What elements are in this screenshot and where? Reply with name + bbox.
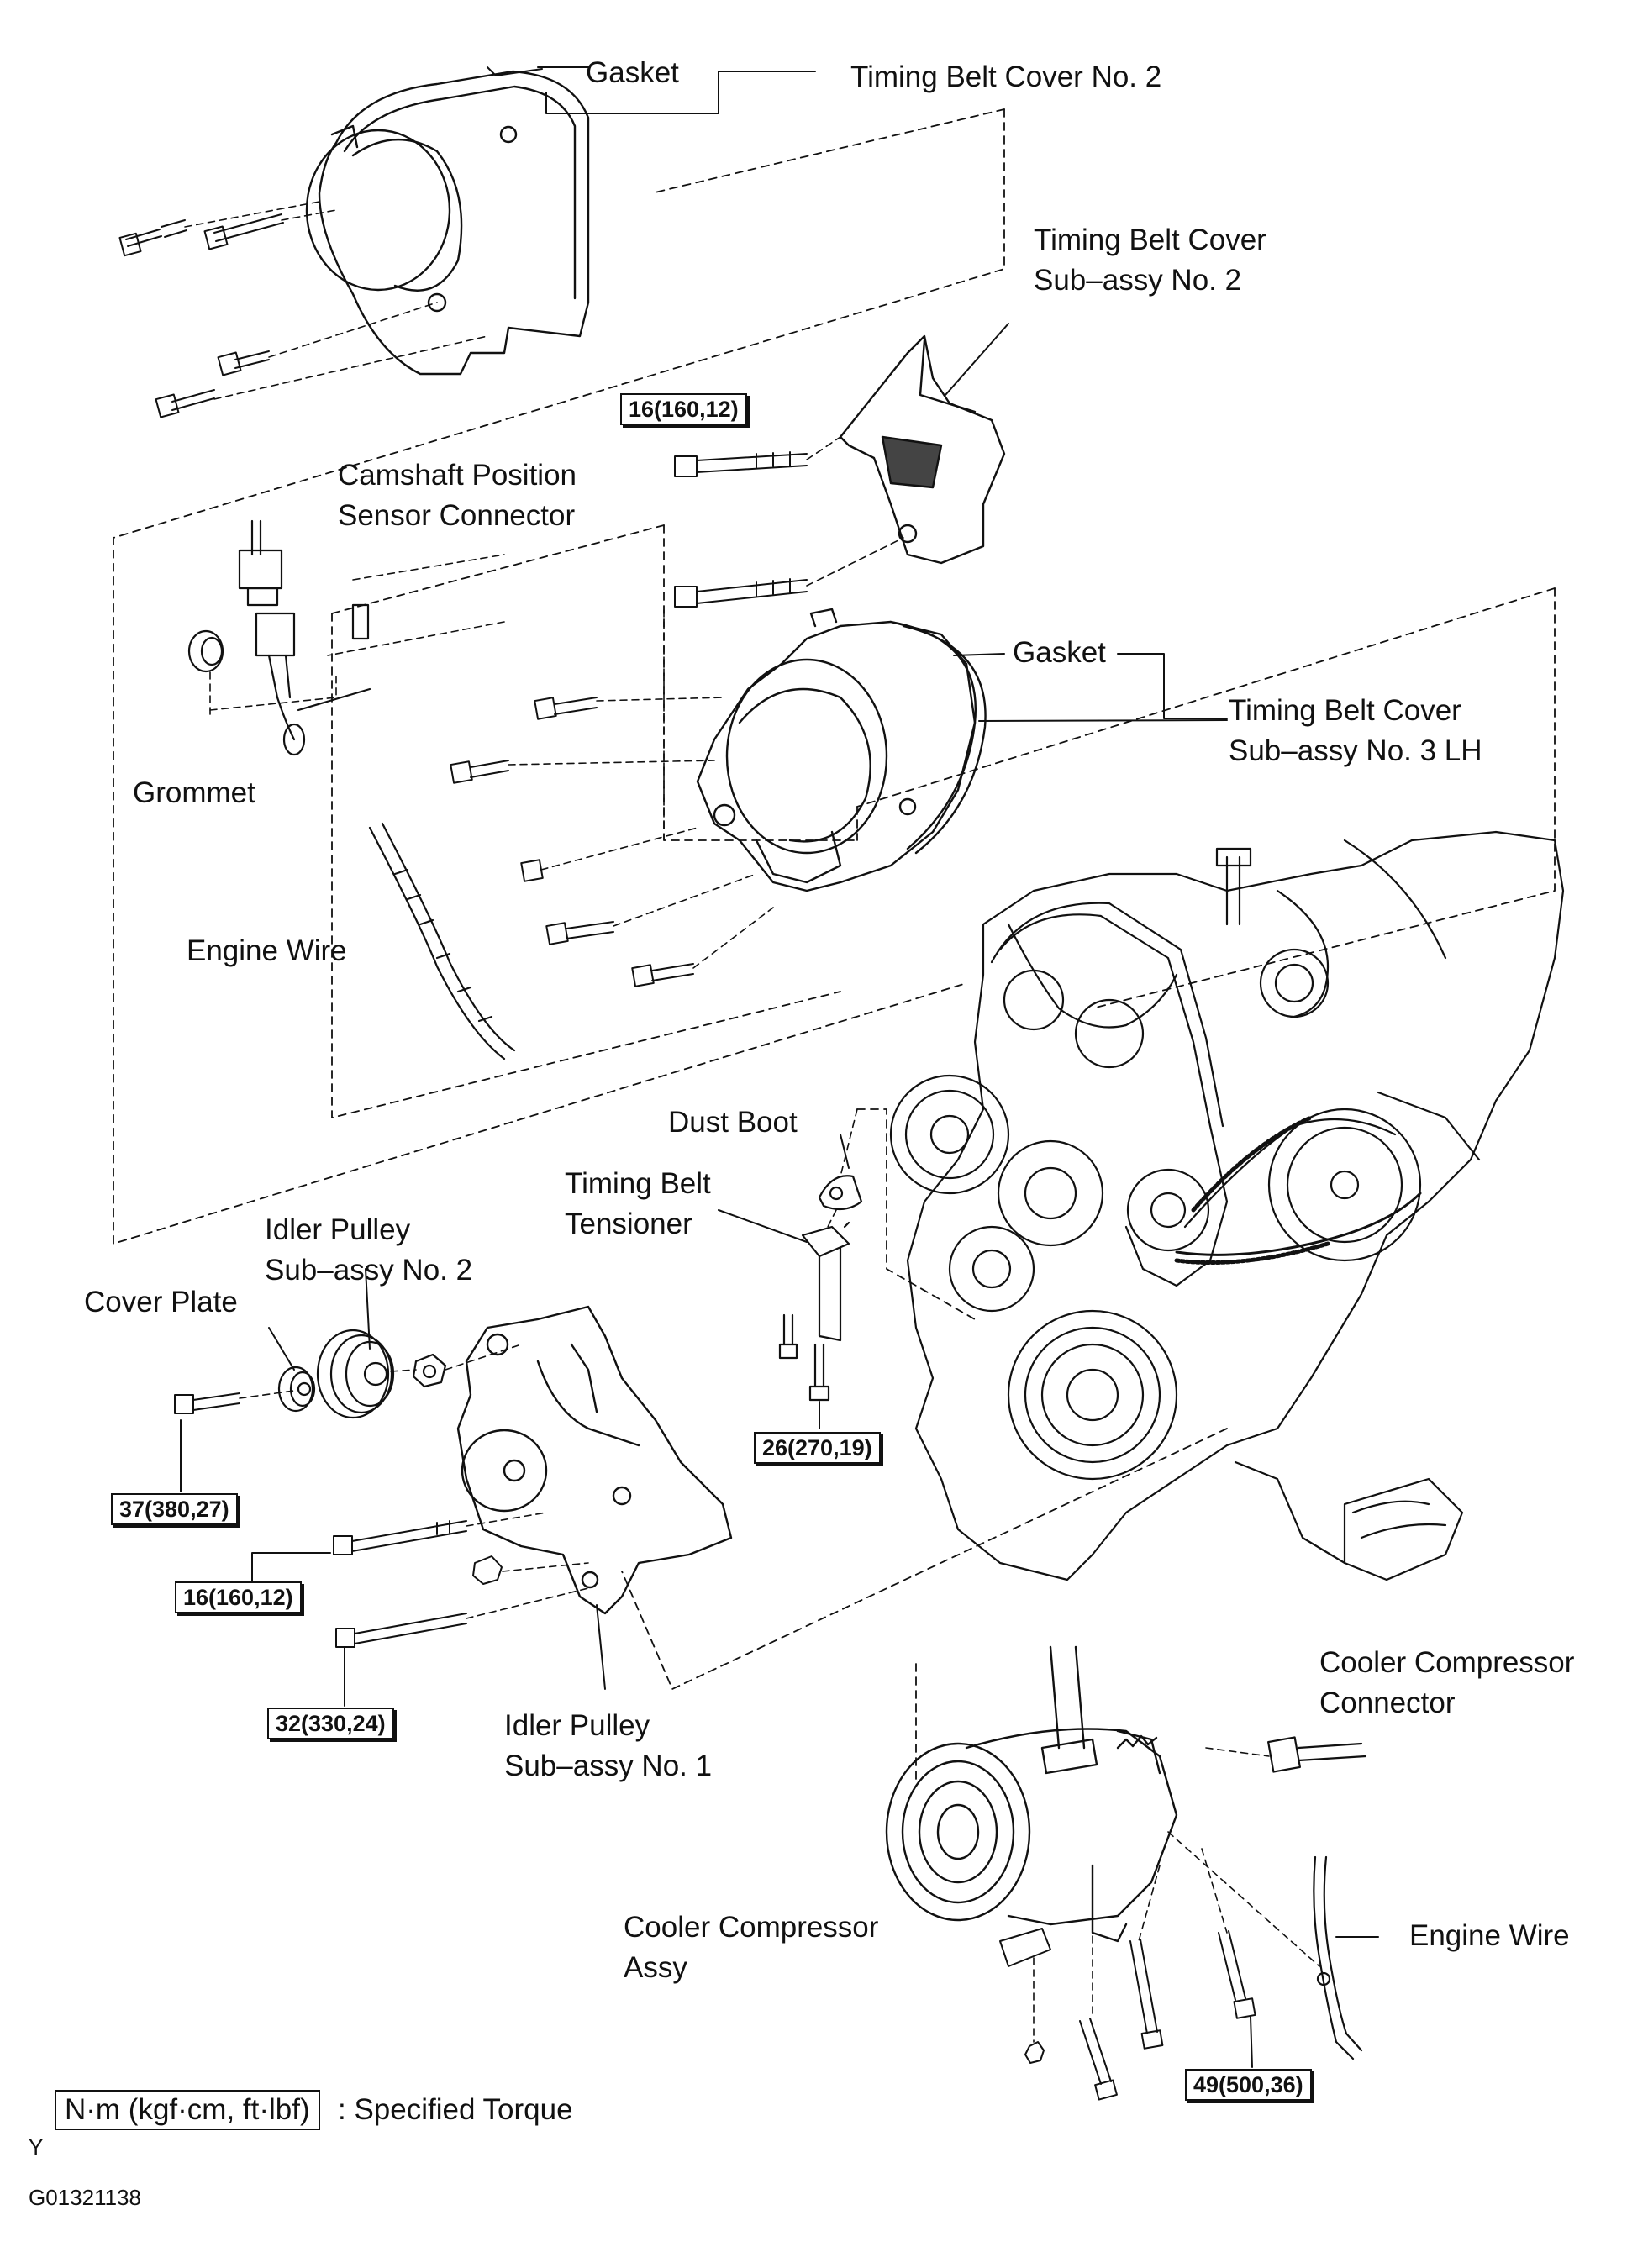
footer-mark: Y	[29, 2134, 44, 2160]
label-line: Tensioner	[565, 1208, 692, 1240]
timing-belt-tensioner-drawing	[778, 1221, 850, 1402]
label-line: Sub–assy No. 1	[504, 1750, 713, 1782]
label-line: Sensor Connector	[338, 499, 576, 532]
idler-pulley-no2-drawing	[316, 1329, 395, 1419]
bolts-cover-sub3	[450, 697, 694, 987]
label-line: Assy	[624, 1951, 687, 1984]
label-idler-pulley-no2: Idler Pulley Sub–assy No. 2	[265, 1210, 472, 1291]
grommet-drawing	[187, 629, 224, 673]
dashed-assembly-frames	[113, 108, 1556, 1782]
label-dust-boot: Dust Boot	[668, 1106, 798, 1139]
label-engine-wire-left: Engine Wire	[187, 934, 347, 967]
bolts-idler	[174, 1392, 503, 1648]
label-line: Timing Belt	[565, 1167, 711, 1200]
engine-block-drawing	[906, 830, 1565, 1581]
cooler-compressor-connector-drawing	[1267, 1736, 1367, 1773]
figure-id: G01321138	[29, 2185, 141, 2210]
engine-wire-left-drawing	[368, 822, 516, 1060]
label-camshaft-position-sensor-connector: Camshaft Position Sensor Connector	[338, 455, 577, 536]
torque-legend-text: : Specified Torque	[338, 2093, 573, 2126]
dust-boot-drawing	[818, 1175, 863, 1211]
label-timing-belt-cover-subassy-no2: Timing Belt Cover Sub–assy No. 2	[1034, 220, 1266, 301]
timing-belt-drawing	[990, 902, 1422, 1287]
idler-nut-drawing	[412, 1353, 447, 1388]
label-line: Sub–assy No. 2	[1034, 264, 1242, 297]
cooler-compressor-drawing	[885, 1645, 1178, 1943]
engine-pulleys-drawing	[889, 923, 1422, 1481]
torque-idler-bolt-b: 32(330,24)	[267, 1708, 394, 1739]
label-idler-pulley-no1: Idler Pulley Sub–assy No. 1	[504, 1706, 712, 1787]
label-line: Sub–assy No. 2	[265, 1254, 473, 1287]
dash-lines-top	[184, 201, 488, 400]
label-gasket-top: Gasket	[586, 56, 679, 89]
label-line: Connector	[1319, 1687, 1456, 1719]
label-timing-belt-tensioner: Timing Belt Tensioner	[565, 1164, 711, 1245]
torque-idler-bolt-a: 16(160,12)	[175, 1581, 302, 1613]
label-line: Timing Belt Cover	[1229, 694, 1461, 727]
bolts-cover-sub2	[674, 451, 808, 608]
label-timing-belt-cover-no2: Timing Belt Cover No. 2	[850, 61, 1162, 93]
label-line: Cooler Compressor	[1319, 1646, 1575, 1679]
label-line: Sub–assy No. 3 LH	[1229, 734, 1482, 767]
torque-cover-sub2-bolt: 16(160,12)	[620, 393, 747, 425]
label-timing-belt-cover-subassy-no3lh: Timing Belt Cover Sub–assy No. 3 LH	[1229, 691, 1482, 771]
engine-wire-right-drawing	[1313, 1855, 1363, 2060]
label-cover-plate: Cover Plate	[84, 1286, 238, 1318]
label-cooler-compressor-assy: Cooler Compressor Assy	[624, 1908, 878, 1988]
compressor-bracket-bolts	[999, 1928, 1256, 2101]
bolts-top-cover	[118, 213, 284, 418]
torque-cover-plate-bolt: 37(380,27)	[111, 1493, 238, 1525]
torque-tensioner-bolt: 26(270,19)	[754, 1432, 881, 1464]
timing-belt-cover-subassy-no2-drawing	[839, 334, 1006, 565]
label-line: Idler Pulley	[265, 1213, 411, 1246]
leader-lines	[180, 66, 1379, 2068]
oil-filter-drawing	[1234, 1460, 1464, 1581]
timing-belt-cover-no2-drawing	[305, 70, 590, 376]
torque-compressor-bolt: 49(500,36)	[1185, 2069, 1312, 2101]
timing-belt-cover-subassy-no3lh-drawing	[696, 608, 987, 892]
label-line: Idler Pulley	[504, 1709, 650, 1742]
label-line: Camshaft Position	[338, 459, 577, 492]
camshaft-sensor-connector-drawing	[238, 519, 371, 756]
label-engine-wire-right: Engine Wire	[1409, 1919, 1570, 1952]
label-grommet: Grommet	[133, 776, 255, 809]
label-gasket-mid: Gasket	[1013, 636, 1106, 669]
idler-pulley-no1-bracket-drawing	[456, 1305, 733, 1615]
cover-plate-drawing	[277, 1366, 316, 1413]
label-line: Timing Belt Cover	[1034, 224, 1266, 256]
label-cooler-compressor-connector: Cooler Compressor Connector	[1319, 1643, 1574, 1723]
label-line: Cooler Compressor	[624, 1911, 879, 1944]
torque-legend-unit-box: N·m (kgf·cm, ft·lbf)	[55, 2090, 320, 2130]
